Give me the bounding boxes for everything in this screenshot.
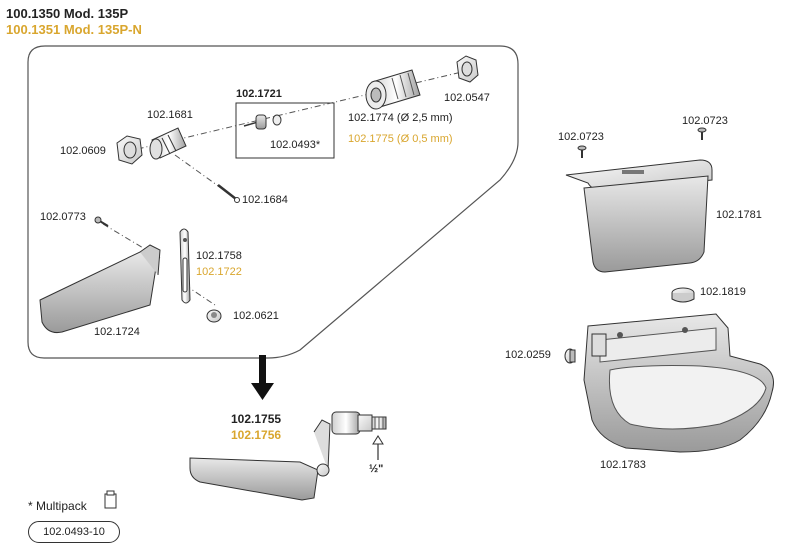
label-102-1781: 102.1781 <box>716 209 762 221</box>
paddle-assembly-1755 <box>189 411 387 501</box>
multipack-bag-icon <box>104 490 117 509</box>
nut-0609 <box>116 135 143 165</box>
label-102-1758: 102.1758 <box>196 250 242 262</box>
label-102-0493: 102.0493* <box>270 139 321 151</box>
bracket-axis <box>184 284 216 306</box>
multipack-code-badge: 102.0493-10 <box>28 521 120 543</box>
pin-1684 <box>217 184 240 203</box>
screw-0773 <box>94 216 109 227</box>
label-102-1774: 102.1774 (Ø 2,5 mm) <box>348 112 453 124</box>
label-102-0723-left: 102.0723 <box>558 131 604 143</box>
label-102-1756: 102.1756 <box>231 428 282 442</box>
cover-1781 <box>565 159 713 273</box>
nut-0547 <box>456 55 479 83</box>
thread-arrow <box>372 435 384 460</box>
paddle-1724 <box>39 244 161 333</box>
label-102-1721: 102.1721 <box>236 88 282 100</box>
label-thread-size: ½" <box>369 463 384 475</box>
label-102-1722: 102.1722 <box>196 266 242 278</box>
label-102-0723-right: 102.0723 <box>682 115 728 127</box>
model-title-1: 100.1350 Mod. 135P <box>6 6 129 21</box>
housing-1681 <box>149 127 187 160</box>
plug-1819 <box>671 287 695 303</box>
filter-1774 <box>365 69 421 110</box>
label-102-1819: 102.1819 <box>700 286 746 298</box>
label-102-0547: 102.0547 <box>444 92 490 104</box>
bracket-1758 <box>179 228 191 304</box>
valve-pin-1721 <box>243 114 282 130</box>
label-102-1681: 102.1681 <box>147 109 193 121</box>
model-title-2: 100.1351 Mod. 135P-N <box>6 22 142 37</box>
screw-0723-right <box>697 127 707 140</box>
bowl-1783 <box>583 313 774 453</box>
multipack-note: * Multipack <box>28 499 87 513</box>
label-102-0621: 102.0621 <box>233 310 279 322</box>
label-102-1724: 102.1724 <box>94 326 140 338</box>
label-102-1684: 102.1684 <box>242 194 288 206</box>
label-102-0259: 102.0259 <box>505 349 551 361</box>
plug-0259 <box>564 348 576 364</box>
label-102-1775: 102.1775 (Ø 0,5 mm) <box>348 133 453 145</box>
valve-group-box <box>235 102 335 159</box>
label-102-1783: 102.1783 <box>600 459 646 471</box>
screw-0723-left <box>577 145 587 158</box>
assembly-arrow <box>251 355 274 400</box>
label-102-1755: 102.1755 <box>231 412 282 426</box>
label-102-0609: 102.0609 <box>60 145 106 157</box>
nut-0621 <box>206 309 222 323</box>
label-102-0773: 102.0773 <box>40 211 86 223</box>
detail-frame <box>27 45 519 359</box>
